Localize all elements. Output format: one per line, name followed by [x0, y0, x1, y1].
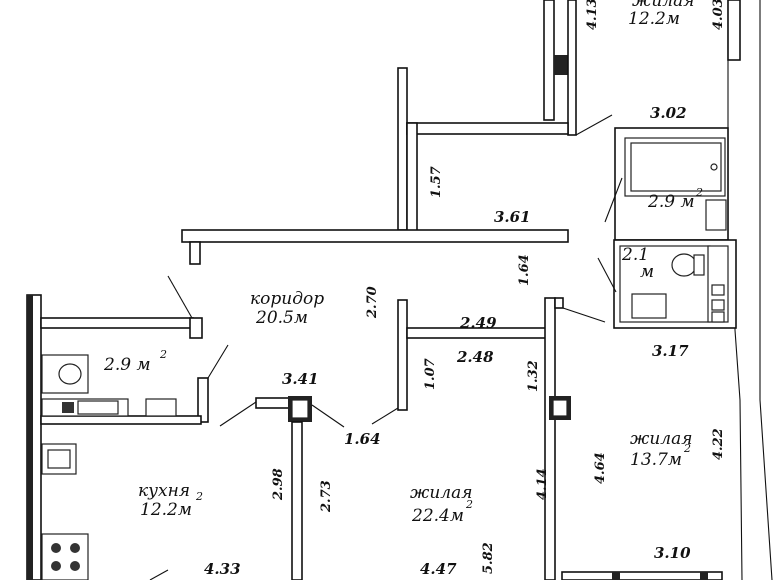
label-bathroom-left-sup: 2 — [159, 348, 167, 361]
dim-4-64: 4.64 — [593, 452, 608, 484]
dim-3-02: 3.02 — [650, 104, 687, 122]
dim-4-33: 4.33 — [204, 560, 241, 578]
bottom-stubs — [561, 571, 723, 580]
toilet-bowl — [671, 253, 697, 277]
label-living-right-area: 13.7м — [630, 450, 682, 470]
top-bedroom-walls — [543, 0, 613, 136]
label-bedroom-top-name: жилая — [632, 0, 695, 11]
dim-2-98: 2.98 — [271, 468, 286, 501]
dim-3-41: 3.41 — [282, 370, 319, 388]
corridor-main-wall — [181, 229, 569, 265]
label-kitchen-area: 12.2м — [140, 500, 192, 520]
label-living-right-sup: 2 — [683, 442, 691, 455]
stove — [41, 533, 89, 580]
label-kitchen-sup: 2 — [195, 490, 203, 503]
kitchen-fixtures — [41, 443, 169, 580]
dim-3-10: 3.10 — [654, 544, 691, 562]
dim-1-57: 1.57 — [429, 166, 444, 198]
kitchen-partition — [219, 396, 345, 580]
bathroom-top — [604, 127, 729, 241]
label-living-right-name: жилая — [630, 429, 693, 449]
dimension-labels-vertical: 4.13 4.03 1.57 1.64 2.70 1.07 1.32 2.98 … — [271, 0, 726, 574]
dim-2-48: 2.48 — [456, 348, 494, 366]
dim-1-32: 1.32 — [526, 360, 541, 392]
dim-4-03: 4.03 — [711, 0, 726, 30]
dim-3-17: 3.17 — [652, 342, 689, 360]
label-bedroom-top-area: 12.2м — [628, 9, 680, 29]
dim-2-73: 2.73 — [319, 480, 334, 513]
label-living-center-name: жилая — [410, 483, 473, 503]
label-bathroom-left-area: 2.9 м — [103, 355, 151, 375]
dim-2-49: 2.49 — [459, 314, 497, 332]
room-labels: жилая 12.2м 2.9 м 2 2.1 м коридор 20.5м … — [103, 0, 703, 526]
label-kitchen-name: кухня — [138, 481, 190, 501]
label-living-center-area: 22.4м — [411, 506, 464, 526]
dim-4-22: 4.22 — [711, 428, 726, 460]
dim-2-70: 2.70 — [365, 286, 380, 319]
sink — [631, 293, 667, 319]
living-center-walls — [371, 297, 606, 580]
toilet-room — [597, 239, 737, 329]
label-bathroom-area: 2.9 м — [647, 192, 695, 212]
label-living-center-sup: 2 — [465, 498, 473, 511]
label-bathroom-sup: 2 — [695, 186, 703, 199]
dim-1-64-v: 1.64 — [517, 254, 532, 286]
bathroom-left-fixtures — [41, 354, 177, 417]
dim-4-47: 4.47 — [420, 560, 457, 578]
corridor-upper-walls — [397, 67, 569, 232]
left-walls — [26, 275, 229, 580]
label-corridor-area: 20.5м — [255, 308, 308, 328]
dim-5-82: 5.82 — [481, 542, 496, 574]
dimension-labels: 3.02 3.61 2.49 2.48 3.17 3.41 1.64 4.33 … — [204, 104, 691, 578]
dim-1-64-h: 1.64 — [344, 430, 381, 448]
dim-4-14: 4.14 — [535, 468, 550, 500]
label-corridor-name: коридор — [250, 289, 324, 309]
dim-1-07: 1.07 — [423, 358, 438, 390]
dim-4-13: 4.13 — [585, 0, 600, 30]
dim-3-61: 3.61 — [494, 208, 531, 226]
label-toilet-unit: м — [640, 262, 654, 282]
label-toilet-area: 2.1 — [621, 245, 649, 265]
washing-machine — [705, 199, 727, 231]
